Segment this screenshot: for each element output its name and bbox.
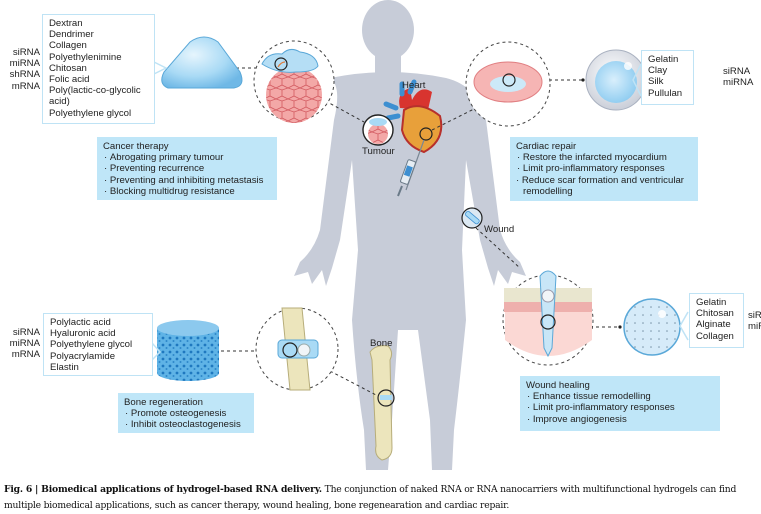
bone-illustration <box>369 345 395 461</box>
material-item: Dendrimer <box>49 29 94 41</box>
wound-materials-box: Gelatin Chitosan Alginate Collagen <box>689 293 744 348</box>
material-item: Polyethylenimine <box>49 51 122 63</box>
material-item: Polylactic acid <box>50 317 111 328</box>
cancer-zoom-circle <box>253 40 335 123</box>
rna-type: siRNA <box>12 327 40 338</box>
tumour-marker <box>362 114 394 146</box>
material-item: Pullulan <box>648 87 683 99</box>
cardiac-application-box: Cardiac repair Restore the infarcted myo… <box>510 137 698 201</box>
material-item: Gelatin <box>648 54 679 65</box>
cardiac-hydrogel-sphere-icon <box>585 49 647 111</box>
bone-rna-types: siRNA miRNA mRNA <box>6 327 40 361</box>
application-item: Promote osteogenesis <box>124 408 248 419</box>
material-item: Clay <box>648 65 668 77</box>
material-item: Folic acid <box>49 74 90 86</box>
figure-caption: Fig. 6 | Biomedical applications of hydr… <box>4 482 760 514</box>
human-silhouette <box>294 0 526 470</box>
heart-zoom-marker <box>419 127 433 141</box>
material-item: Polyethylene glycol <box>49 107 132 119</box>
application-item: Preventing and inhibiting metastasis <box>103 175 271 186</box>
cardiac-materials-box: Gelatin Clay Silk Pullulan <box>641 50 694 105</box>
material-item: Gelatin <box>696 297 727 308</box>
material-item: Poly(lactic-co-glycolic acid) <box>49 85 141 108</box>
material-item: Polyethylene glycol <box>50 339 133 351</box>
syringe-icon <box>397 139 425 197</box>
material-item: Alginate <box>696 319 731 331</box>
rna-type: siRNA <box>748 310 761 321</box>
material-item: Polyacrylamide <box>50 350 116 362</box>
material-item: Collagen <box>49 40 87 52</box>
wound-rna-types: siRNA miRNA <box>748 310 761 332</box>
rna-type: shRNA <box>9 69 40 81</box>
rna-type: siRNA <box>12 47 40 58</box>
material-item: Elastin <box>50 361 79 373</box>
application-title: Wound healing <box>526 380 590 391</box>
bone-materials-box: Polylactic acid Hyaluronic acid Polyethy… <box>43 313 153 376</box>
cancer-rna-types: siRNA miRNA shRNA mRNA <box>6 47 40 92</box>
bone-zoom-circle <box>255 307 339 391</box>
label-heart: Heart <box>402 80 426 91</box>
rna-type: mRNA <box>11 80 40 92</box>
material-item: Chitosan <box>696 308 734 320</box>
wound-application-box: Wound healing Enhance tissue remodelling… <box>520 376 720 431</box>
application-item: Improve angiogenesis <box>526 414 714 425</box>
wound-zoom-circle <box>502 270 594 366</box>
application-title: Cardiac repair <box>516 141 577 152</box>
application-item: Reduce scar formation and ventricular re… <box>516 175 692 197</box>
cardiac-rna-types: siRNA miRNA <box>723 66 761 88</box>
application-item: Preventing recurrence <box>103 163 271 174</box>
cancer-hydrogel-icon <box>161 36 243 89</box>
material-item: Silk <box>648 76 664 88</box>
rna-type: mRNA <box>11 349 40 361</box>
rna-type: miRNA <box>748 321 761 333</box>
label-wound: Wound <box>484 224 515 235</box>
caption-label: Fig. 6 | Biomedical applications of hydr… <box>4 484 322 495</box>
application-item: Limit pro-inflammatory responses <box>516 163 692 174</box>
application-item: Restore the infarcted myocardium <box>516 152 692 163</box>
heart-illustration <box>383 79 443 154</box>
application-title: Cancer therapy <box>103 141 169 152</box>
application-title: Bone regeneration <box>124 397 203 408</box>
wound-hydrogel-sphere-icon <box>623 298 681 356</box>
label-tumour: Tumour <box>362 146 395 157</box>
caption-text: The conjunction of naked RNA or RNA nano… <box>4 484 737 511</box>
application-item: Enhance tissue remodelling <box>526 391 714 402</box>
bone-scaffold-icon <box>157 320 219 381</box>
application-item: Inhibit osteoclastogenesis <box>124 419 248 430</box>
rna-type: miRNA <box>9 58 40 70</box>
material-item: Hyaluronic acid <box>50 328 116 340</box>
application-item: Blocking multidrug resistance <box>103 186 271 197</box>
application-item: Abrogating primary tumour <box>103 152 271 163</box>
cardiac-zoom-circle <box>465 41 551 127</box>
label-bone: Bone <box>370 338 393 349</box>
bone-application-box: Bone regeneration Promote osteogenesis I… <box>118 393 254 433</box>
rna-type: siRNA <box>723 66 751 77</box>
wound-marker <box>461 207 483 229</box>
rna-type: miRNA <box>9 338 40 350</box>
material-item: Collagen <box>696 330 734 342</box>
application-item: Limit pro-inflammatory responses <box>526 402 714 413</box>
material-item: Chitosan <box>49 62 87 74</box>
cancer-application-box: Cancer therapy Abrogating primary tumour… <box>97 137 277 200</box>
material-item: Dextran <box>49 18 83 29</box>
cancer-materials-box: Dextran Dendrimer Collagen Polyethylenim… <box>42 14 155 124</box>
rna-type: miRNA <box>723 77 754 89</box>
